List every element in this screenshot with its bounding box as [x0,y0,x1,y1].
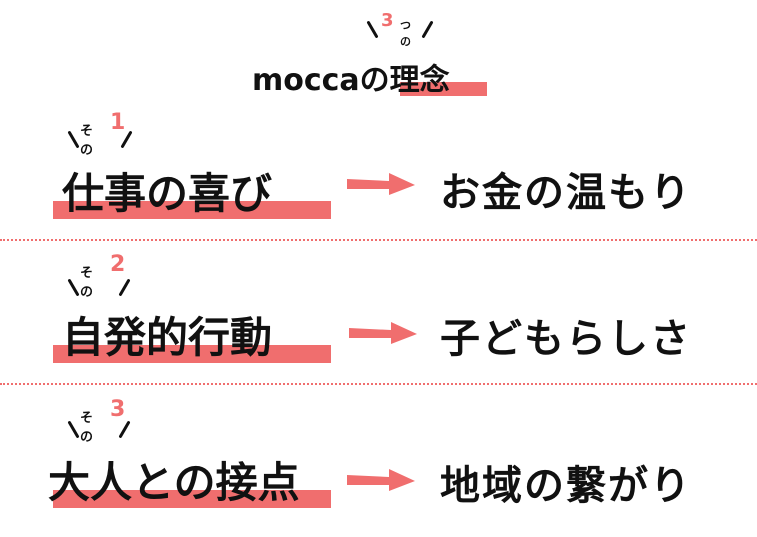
row3-sono-label: その [80,411,94,445]
row3-number: 3 [110,397,126,422]
row2-highlight [53,345,331,363]
title-suffix: つの [400,19,411,48]
row1-tick-left [67,130,80,149]
row2-right-arrow-icon [349,322,417,344]
row3-tick-right [118,420,131,439]
row2-tick-right [118,278,131,297]
title-tick-left [366,20,379,39]
page-title: moccaの理念 [252,63,450,98]
row1-outcome: お金の温もり [440,170,692,216]
row2-principle: 自発的行動 [62,313,273,362]
divider-2 [0,383,757,385]
title-number: 3 [381,10,394,31]
row3-tick-left [67,420,80,439]
title-highlight [400,82,487,96]
row2-number: 2 [110,252,126,277]
row2-outcome: 子どもらしさ [440,316,692,362]
row1-principle: 仕事の喜び [62,169,273,218]
row3-principle: 大人との接点 [48,458,300,507]
row2-tick-left [67,278,80,297]
row1-sono-label: その [80,124,94,158]
row1-number: 1 [110,110,126,135]
row2-sono-label: その [80,266,94,300]
row1-highlight [53,201,331,219]
title-tick-right [421,20,434,39]
row3-outcome: 地域の繋がり [440,463,692,509]
row1-right-arrow-icon [347,173,415,195]
row3-highlight [53,490,331,508]
divider-1 [0,239,757,241]
row3-right-arrow-icon [347,469,415,491]
